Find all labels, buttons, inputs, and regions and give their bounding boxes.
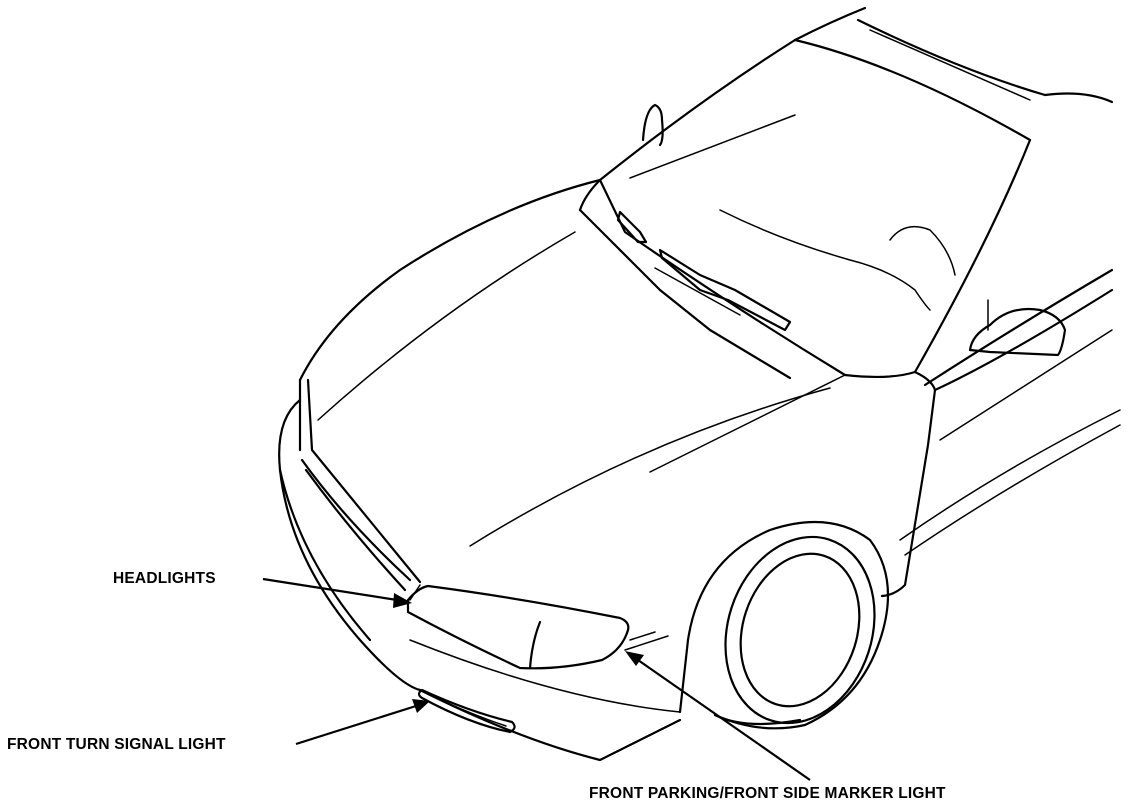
parking-side-marker xyxy=(624,631,669,651)
windshield xyxy=(598,38,1032,378)
hood xyxy=(298,178,846,584)
body-side xyxy=(880,268,1121,598)
front-turn-signal xyxy=(417,688,516,734)
front-parking-marker-label: FRONT PARKING/FRONT SIDE MARKER LIGHT xyxy=(589,785,946,802)
headlights-label: HEADLIGHTS xyxy=(113,570,216,587)
headlight xyxy=(406,584,630,670)
roof xyxy=(793,6,1114,142)
front-turn-signal-label: FRONT TURN SIGNAL LIGHT xyxy=(7,736,226,753)
leader-parking-marker xyxy=(625,651,811,781)
front-wheel xyxy=(686,520,890,730)
leader-headlights xyxy=(262,577,412,608)
grille xyxy=(300,458,412,592)
side-mirror-right xyxy=(968,299,1067,357)
wipers xyxy=(616,210,792,332)
front-bumper xyxy=(278,398,690,762)
leader-turn-signal xyxy=(295,699,430,746)
side-mirror-left xyxy=(641,103,664,147)
